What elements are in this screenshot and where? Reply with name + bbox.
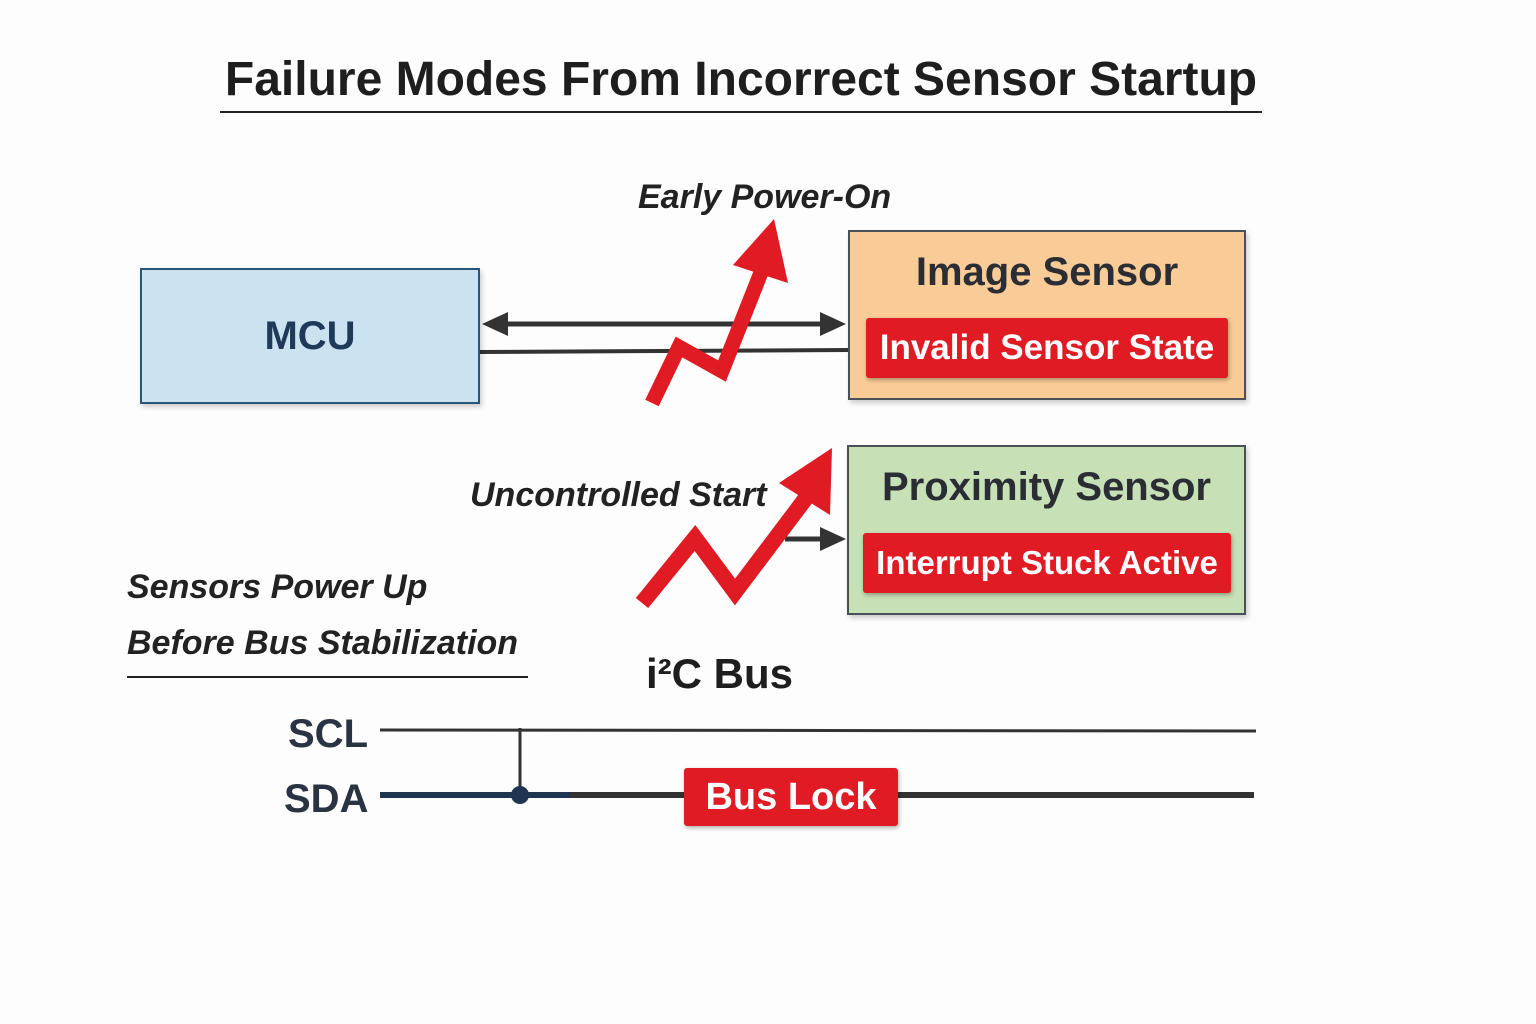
invalid-state-badge: Invalid Sensor State bbox=[866, 318, 1228, 378]
sda-label: SDA bbox=[284, 777, 369, 821]
page-title: Failure Modes From Incorrect Sensor Star… bbox=[220, 52, 1262, 113]
interrupt-stuck-badge: Interrupt Stuck Active bbox=[863, 533, 1231, 593]
mcu-image-bidirectional-arrow bbox=[482, 312, 846, 336]
mcu-label: MCU bbox=[264, 313, 356, 358]
scl-label: SCL bbox=[288, 712, 368, 756]
proximity-sensor-label: Proximity Sensor bbox=[881, 465, 1211, 509]
early-power-on-arrow-icon bbox=[645, 219, 788, 407]
bus-lock-badge: Bus Lock bbox=[684, 768, 898, 826]
bus-title: i²C Bus bbox=[646, 650, 793, 697]
image-sensor-block: Image Sensor Invalid Sensor State bbox=[848, 230, 1246, 400]
note-line-1: Sensors Power Up bbox=[127, 568, 428, 606]
junction-dot bbox=[511, 786, 529, 804]
proximity-input-arrow bbox=[785, 527, 846, 551]
mcu-image-line bbox=[477, 348, 849, 354]
note-line-2: Before Bus Stabilization bbox=[127, 624, 519, 662]
uncontrolled-start-arrow-icon bbox=[635, 448, 832, 609]
proximity-sensor-block: Proximity Sensor Interrupt Stuck Active bbox=[847, 445, 1246, 615]
uncontrolled-start-label: Uncontrolled Start bbox=[470, 476, 767, 514]
early-power-on-label: Early Power-On bbox=[638, 178, 892, 216]
mcu-block: MCU bbox=[140, 268, 480, 404]
scl-line bbox=[379, 728, 1257, 733]
image-sensor-label: Image Sensor bbox=[915, 250, 1179, 294]
